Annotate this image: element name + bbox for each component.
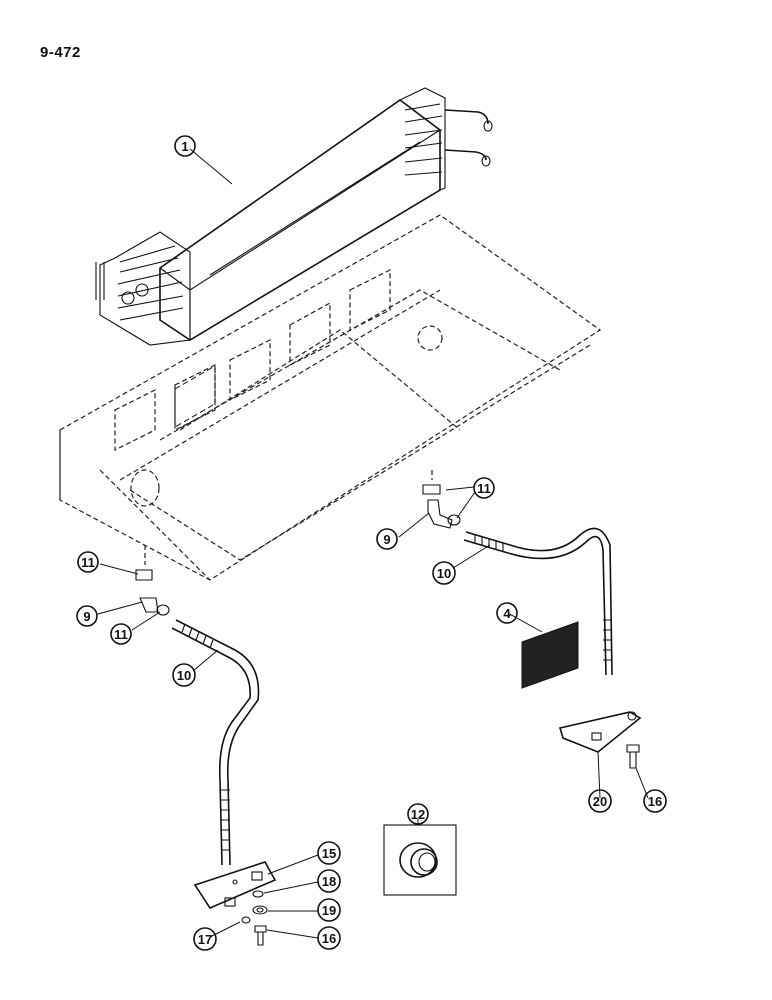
- svg-text:15: 15: [322, 846, 336, 861]
- heater-core: [95, 87, 493, 346]
- callout-16-left: 16: [317, 926, 341, 950]
- callout-16-right: 16: [643, 789, 667, 813]
- svg-text:9: 9: [83, 609, 90, 624]
- plug-inset: [383, 824, 457, 896]
- gasket-pad: [521, 621, 579, 689]
- leader-lines: [97, 148, 649, 939]
- callout-18: 18: [317, 869, 341, 893]
- svg-text:4: 4: [503, 606, 511, 621]
- left-hose-assembly: [135, 545, 260, 866]
- svg-text:10: 10: [437, 566, 451, 581]
- callout-11-left-bottom: 11: [110, 623, 132, 645]
- svg-text:1: 1: [181, 139, 188, 154]
- svg-text:17: 17: [198, 932, 212, 947]
- callout-11-right-bottom: 11: [0, 0, 14, 3]
- svg-text:16: 16: [322, 931, 336, 946]
- svg-text:11: 11: [477, 481, 491, 496]
- callout-4: 4: [496, 602, 518, 624]
- callout-1: 1: [174, 135, 196, 157]
- svg-text:9: 9: [383, 532, 390, 547]
- callout-10-left: 10: [172, 663, 196, 687]
- callout-11-left-top: 11: [77, 551, 99, 573]
- bracket-left: [193, 861, 277, 910]
- right-hose-assembly: [422, 470, 613, 676]
- svg-text:19: 19: [322, 903, 336, 918]
- callout-12: 12: [407, 803, 429, 825]
- callout-10-right: 10: [432, 561, 456, 585]
- svg-text:18: 18: [322, 874, 336, 889]
- hardware-stack: [241, 890, 268, 946]
- bolt-right: [626, 744, 640, 769]
- bracket-right: [558, 711, 642, 753]
- callout-9-right: 9: [376, 528, 398, 550]
- callout-9-left: 9: [76, 605, 98, 627]
- page-number: 9-472: [40, 44, 81, 61]
- svg-text:16: 16: [648, 794, 662, 809]
- svg-text:11: 11: [114, 627, 128, 642]
- svg-text:20: 20: [593, 794, 607, 809]
- callout-19: 19: [317, 898, 341, 922]
- callout-17: 17: [193, 927, 217, 951]
- callout-20: 20: [588, 789, 612, 813]
- callout-15: 15: [317, 841, 341, 865]
- svg-text:12: 12: [411, 807, 425, 822]
- heater-housing: [59, 214, 602, 581]
- svg-text:10: 10: [177, 668, 191, 683]
- svg-text:11: 11: [81, 555, 95, 570]
- callout-11-right-top: 11: [473, 477, 495, 499]
